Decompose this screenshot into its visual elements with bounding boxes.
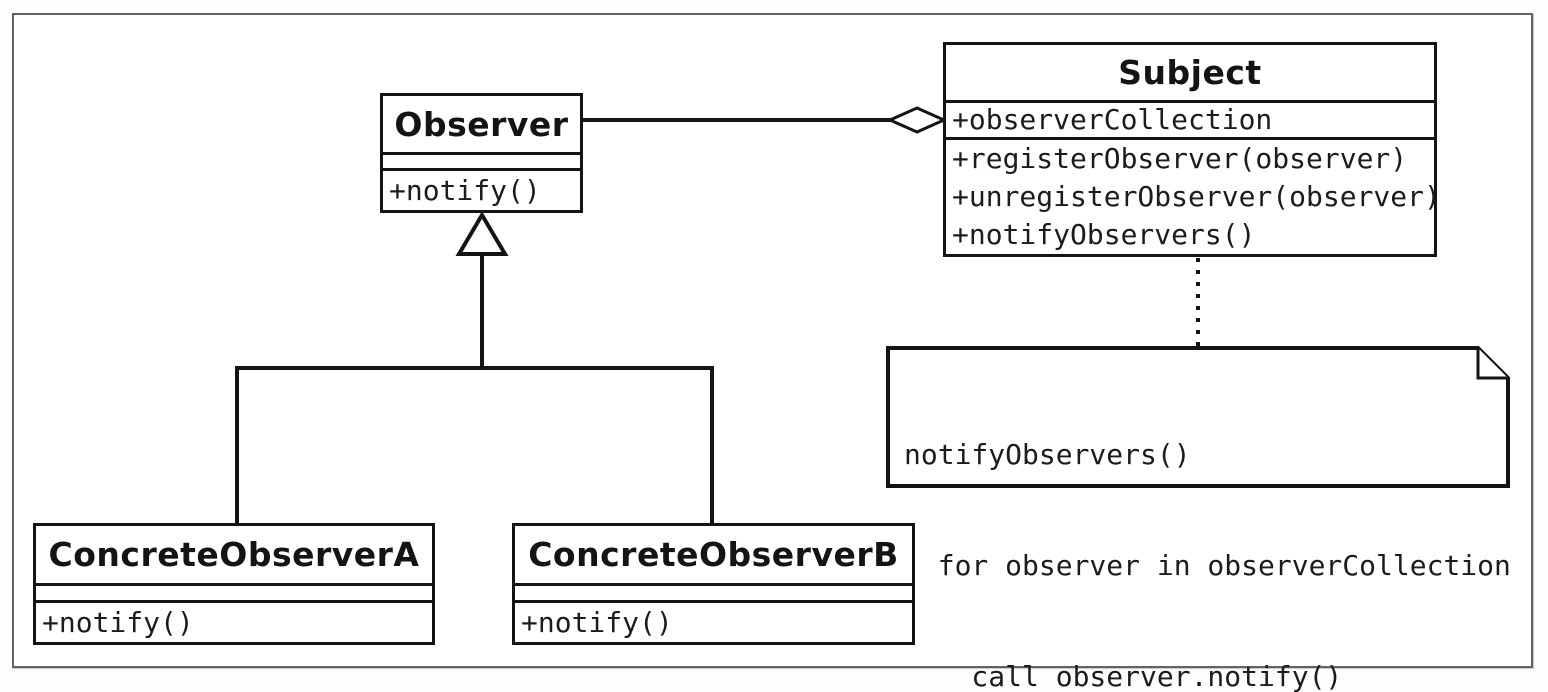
- note-shape: [886, 346, 1510, 488]
- class-attributes: +observerCollection: [946, 100, 1434, 137]
- class-box-concrete-observer-a: ConcreteObserverA +notify(): [33, 523, 435, 645]
- class-box-concrete-observer-b: ConcreteObserverB +notify(): [512, 523, 915, 645]
- class-title: ConcreteObserverA: [48, 535, 420, 574]
- class-title: Subject: [1118, 53, 1262, 92]
- aggregation-diamond-icon: [886, 106, 948, 134]
- class-attributes-empty: [515, 583, 912, 600]
- generalization-triangle-icon: [455, 211, 509, 256]
- class-methods: +registerObserver(observer) +unregisterO…: [946, 137, 1441, 254]
- note-line: for observer in observerCollection: [904, 549, 1511, 582]
- class-method: +unregisterObserver(observer): [952, 180, 1441, 213]
- note-fold-icon: [1476, 348, 1508, 380]
- class-method: +notifyObservers(): [952, 218, 1256, 251]
- note-line: notifyObservers(): [904, 438, 1191, 471]
- class-methods: +notify(): [515, 600, 912, 642]
- class-title: ConcreteObserverB: [528, 535, 899, 574]
- class-attributes-empty: [36, 583, 432, 600]
- inheritance-branch-line: [235, 366, 714, 523]
- class-method: +notify(): [42, 605, 194, 639]
- class-methods: +notify(): [36, 600, 432, 642]
- class-box-observer: Observer +notify(): [380, 93, 583, 213]
- class-method: +notify(): [389, 173, 541, 207]
- class-box-subject: Subject +observerCollection +registerObs…: [943, 42, 1441, 257]
- class-attributes-empty: [383, 152, 580, 168]
- class-method: +notify(): [521, 605, 673, 639]
- class-title: Observer: [394, 104, 569, 144]
- class-method: +registerObserver(observer): [952, 142, 1408, 175]
- note-line: call observer.notify(): [904, 660, 1343, 692]
- note-box: notifyObservers() for observer in observ…: [888, 347, 1511, 692]
- class-methods: +notify(): [383, 168, 580, 210]
- class-attribute: +observerCollection: [952, 103, 1273, 136]
